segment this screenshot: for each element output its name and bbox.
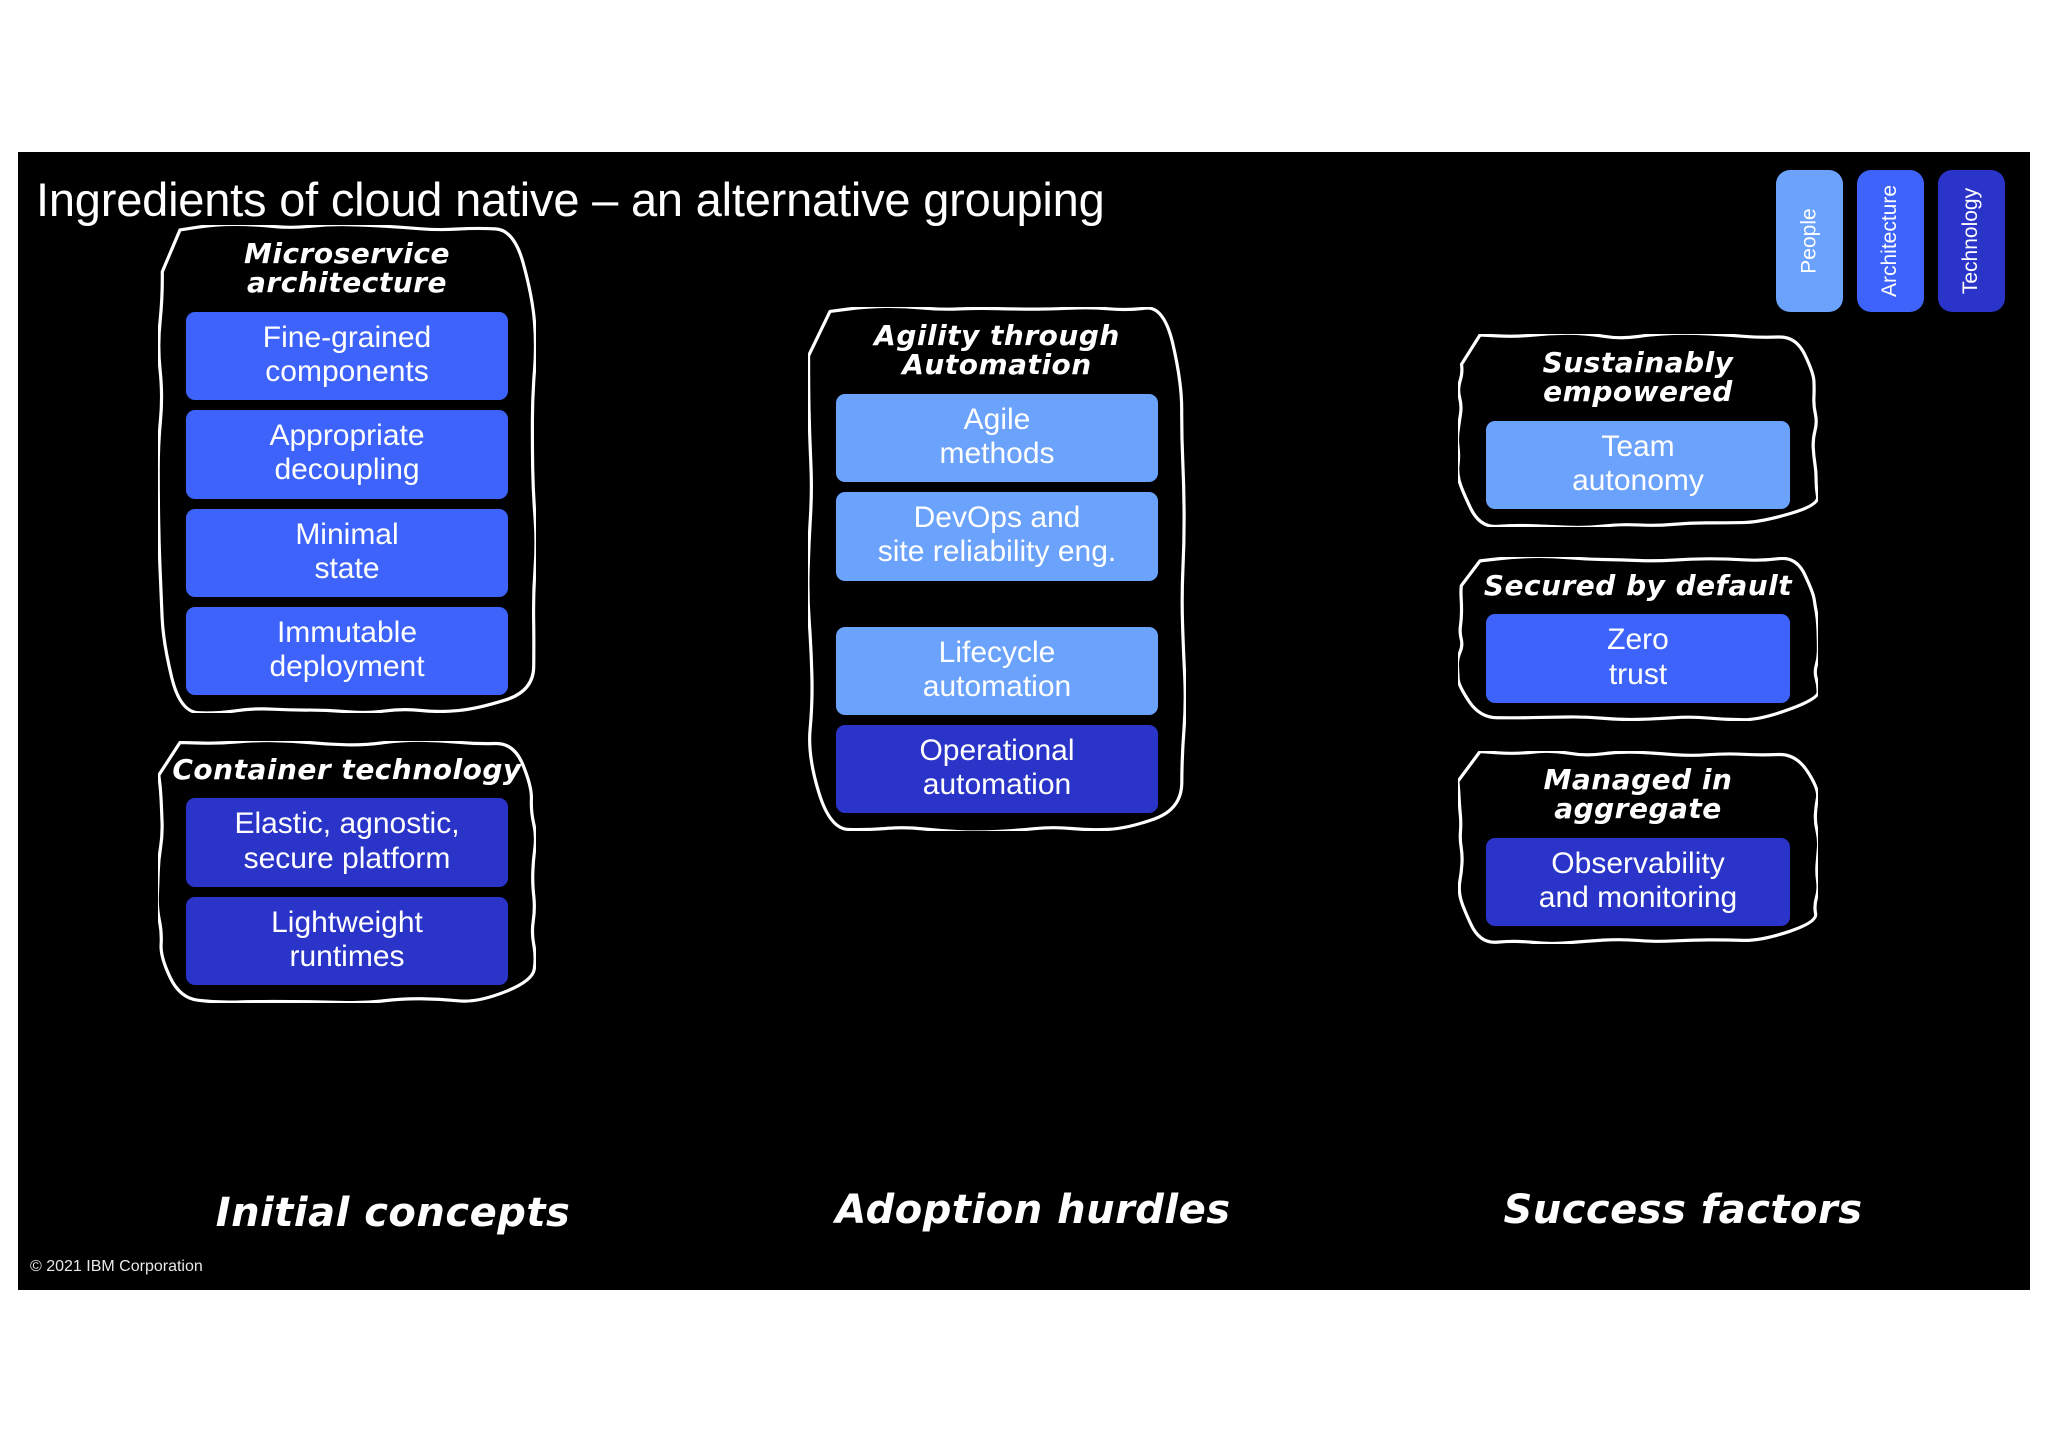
legend-chip-people[interactable]: People: [1776, 170, 1843, 312]
concept-box-line2: trust: [1608, 657, 1668, 691]
column-footer-label: Success factors: [1503, 1187, 1863, 1233]
slide-canvas: Ingredients of cloud native – an alterna…: [18, 152, 2030, 1290]
concept-box-line2: state: [314, 551, 380, 585]
concept-box-line2: automation: [922, 768, 1072, 802]
legend-chip-label: Architecture: [1878, 184, 1902, 298]
concept-box-line2: methods: [939, 436, 1055, 470]
concept-box-line1: Zero: [1607, 623, 1669, 657]
concept-box-line1: Minimal: [295, 517, 399, 551]
concept-box-line1: Lightweight: [271, 905, 423, 939]
concept-box-line2: deployment: [269, 650, 425, 684]
concept-box-line1: Immutable: [276, 615, 418, 649]
group-title: Container technology: [172, 753, 522, 786]
concept-box-line2: runtimes: [289, 939, 405, 973]
concept-box-line1: Agile: [963, 402, 1031, 436]
concept-box-line2: secure platform: [243, 841, 451, 875]
legend-chip-label: Technology: [1959, 187, 1983, 295]
concept-box-line1: Fine-grained: [262, 320, 432, 354]
concept-box-line2: components: [265, 354, 429, 388]
group-title-line: Automation: [902, 348, 1092, 382]
concept-box-line2: automation: [922, 669, 1072, 703]
concept-box-line1: Observability: [1551, 846, 1725, 880]
concept-box-line2: site reliability eng.: [877, 535, 1117, 569]
concept-box-line2: decoupling: [274, 453, 420, 487]
concept-box-line2: autonomy: [1572, 463, 1704, 497]
concept-box-line1: Lifecycle: [938, 635, 1056, 669]
legend-chip-architecture[interactable]: Architecture: [1857, 170, 1924, 312]
column-footer-label: Initial concepts: [215, 1190, 571, 1236]
concept-box-line1: Team: [1601, 429, 1675, 463]
group-title: Managed in aggregate: [1543, 763, 1733, 826]
column-footer-label: Adoption hurdles: [835, 1187, 1231, 1233]
page-title: Ingredients of cloud native – an alterna…: [36, 173, 1105, 226]
concept-box-line1: Appropriate: [269, 419, 425, 453]
concept-box-line1: Elastic, agnostic,: [234, 807, 460, 841]
group-title: Sustainably empowered: [1542, 346, 1734, 409]
concept-box-line2: and monitoring: [1538, 880, 1738, 914]
item-spacer: [836, 591, 1158, 617]
legend-chip-technology[interactable]: Technology: [1938, 170, 2005, 312]
group-title: Secured by default: [1483, 569, 1793, 602]
concept-box[interactable]: Elastic, agnostic,secure platform: [186, 798, 508, 887]
copyright-notice: © 2021 IBM Corporation: [30, 1258, 203, 1275]
legend-group: People Architecture Technology: [1776, 170, 2005, 312]
concept-box-line1: DevOps and: [913, 501, 1081, 535]
group-title: Microservice architecture: [243, 237, 450, 300]
concept-box-line1: Operational: [919, 733, 1075, 767]
legend-chip-label: People: [1797, 208, 1821, 274]
group-title-line: Agility through: [874, 319, 1120, 352]
